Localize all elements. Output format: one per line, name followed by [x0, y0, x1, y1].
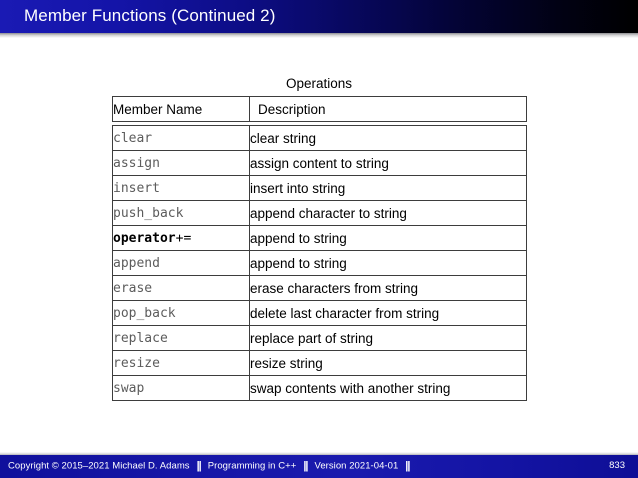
- cell-description: append character to string: [249, 200, 527, 226]
- footer-course: Programming in C++: [207, 460, 297, 472]
- slide-content: Operations Member Name Description clear…: [0, 38, 638, 452]
- footer-separator-2: ||: [303, 460, 308, 472]
- cell-member-name: erase: [112, 275, 250, 301]
- footer-top-highlight: [0, 452, 638, 455]
- cell-description: swap contents with another string: [249, 375, 527, 401]
- cell-description: assign content to string: [249, 150, 527, 176]
- footer-info: Copyright © 2015–2021 Michael D. Adams ||…: [8, 460, 416, 472]
- cell-member-name: replace: [112, 325, 250, 351]
- slide-title-bar: Member Functions (Continued 2): [0, 0, 638, 33]
- cell-member-name: push_back: [112, 200, 250, 226]
- cell-member-name: append: [112, 250, 250, 276]
- column-header-description: Description: [249, 96, 527, 122]
- table-header-row: Member Name Description: [112, 96, 527, 122]
- cell-member-name: clear: [112, 125, 250, 151]
- footer-separator-3: ||: [405, 460, 410, 472]
- footer-copyright: Copyright © 2015–2021 Michael D. Adams: [8, 460, 190, 472]
- operations-table-header: Member Name Description: [112, 96, 527, 122]
- cell-description: clear string: [249, 125, 527, 151]
- cell-description: resize string: [249, 350, 527, 376]
- column-header-member-name: Member Name: [112, 96, 250, 122]
- footer-separator-1: ||: [196, 460, 202, 472]
- cell-description: delete last character from string: [249, 300, 527, 326]
- slide-footer: Copyright © 2015–2021 Michael D. Adams ||…: [0, 455, 638, 478]
- cell-description: append to string: [249, 225, 527, 251]
- cell-member-name: assign: [112, 150, 250, 176]
- table-row: operator+=append to string: [112, 225, 527, 251]
- cell-member-name: insert: [112, 175, 250, 201]
- member-name-suffix: +=: [175, 230, 192, 246]
- title-bar-shadow: [0, 33, 638, 38]
- member-name-base: operator: [113, 230, 176, 246]
- page-title: Member Functions (Continued 2): [24, 6, 276, 25]
- table-caption: Operations: [285, 76, 353, 91]
- cell-member-name: pop_back: [112, 300, 250, 326]
- cell-description: replace part of string: [249, 325, 527, 351]
- cell-description: append to string: [249, 250, 527, 276]
- footer-page-number: 833: [609, 460, 625, 471]
- cell-description: insert into string: [249, 175, 527, 201]
- cell-description: erase characters from string: [249, 275, 527, 301]
- footer-version: Version 2021-04-01: [314, 460, 399, 472]
- cell-member-name: swap: [112, 375, 250, 401]
- cell-member-name: operator+=: [112, 225, 250, 251]
- cell-member-name: resize: [112, 350, 250, 376]
